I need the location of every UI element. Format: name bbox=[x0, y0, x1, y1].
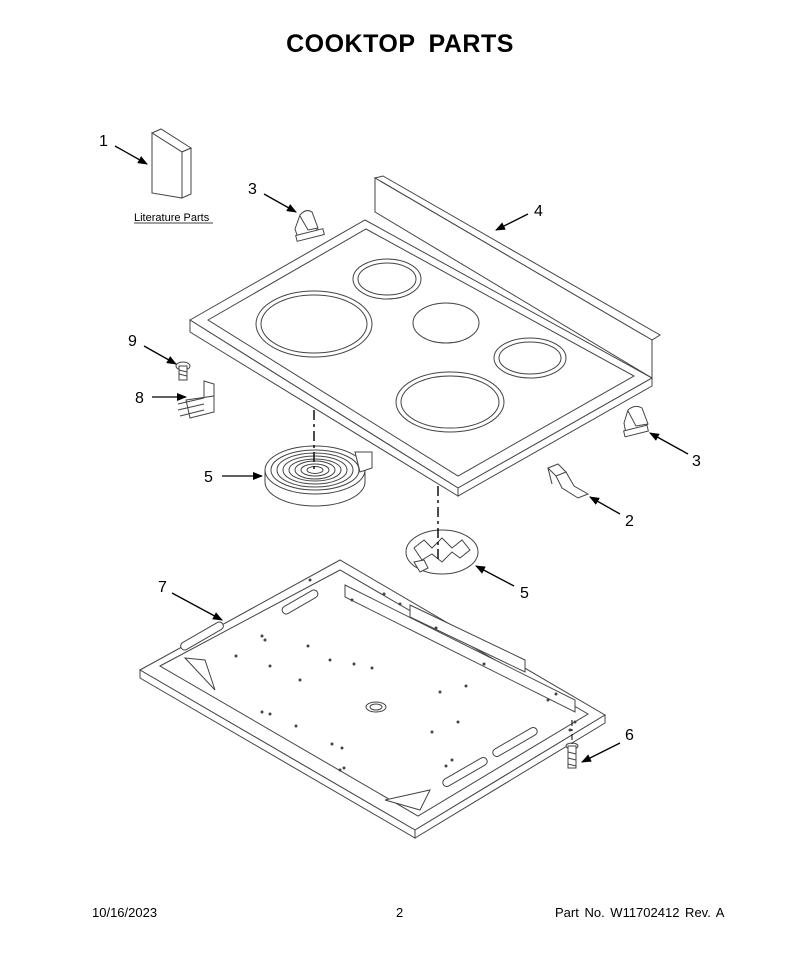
callout-arrow-3-left bbox=[263, 193, 297, 213]
burner-box-tray bbox=[138, 559, 606, 839]
hold-down-bracket-right bbox=[623, 405, 649, 438]
callout-arrow-6 bbox=[581, 742, 621, 763]
screw-part-9 bbox=[175, 361, 191, 381]
callout-number-4: 4 bbox=[534, 203, 543, 220]
callout-number-2: 2 bbox=[625, 513, 634, 530]
screw-part-6 bbox=[565, 720, 579, 769]
mounting-clip-part-2 bbox=[547, 463, 590, 499]
callout-arrow-7 bbox=[171, 592, 223, 621]
page-title: COOKTOP PARTS bbox=[286, 30, 514, 58]
callout-number-3-right: 3 bbox=[692, 453, 701, 470]
terminal-block-part-8 bbox=[177, 380, 215, 419]
callout-arrow-1 bbox=[114, 145, 148, 165]
callout-number-7: 7 bbox=[158, 579, 167, 596]
hold-down-bracket-left bbox=[294, 210, 325, 242]
callout-arrow-5-right bbox=[475, 565, 515, 587]
radiant-surface-element-disc bbox=[405, 529, 479, 575]
callout-number-3-left: 3 bbox=[248, 181, 257, 198]
callout-arrow-4 bbox=[495, 213, 529, 231]
callout-number-6: 6 bbox=[625, 727, 634, 744]
cooktop-main-top bbox=[189, 175, 661, 497]
callout-number-5-left: 5 bbox=[204, 469, 213, 486]
callout-arrow-9 bbox=[143, 345, 177, 365]
radiant-surface-element-coil bbox=[264, 445, 373, 507]
footer-page-number: 2 bbox=[396, 905, 404, 920]
literature-parts-booklet bbox=[150, 128, 193, 199]
callout-number-1: 1 bbox=[99, 133, 108, 150]
literature-parts-label: Literature Parts bbox=[134, 212, 210, 224]
callout-arrow-2 bbox=[589, 496, 621, 515]
callout-number-9: 9 bbox=[128, 333, 137, 350]
callout-arrow-3-right bbox=[649, 432, 689, 455]
footer-date: 10/16/2023 bbox=[92, 905, 158, 920]
callout-number-8: 8 bbox=[135, 390, 144, 407]
footer-part-number: Part No. W11702412 Rev. A bbox=[555, 905, 725, 920]
callout-number-5-right: 5 bbox=[520, 585, 529, 602]
